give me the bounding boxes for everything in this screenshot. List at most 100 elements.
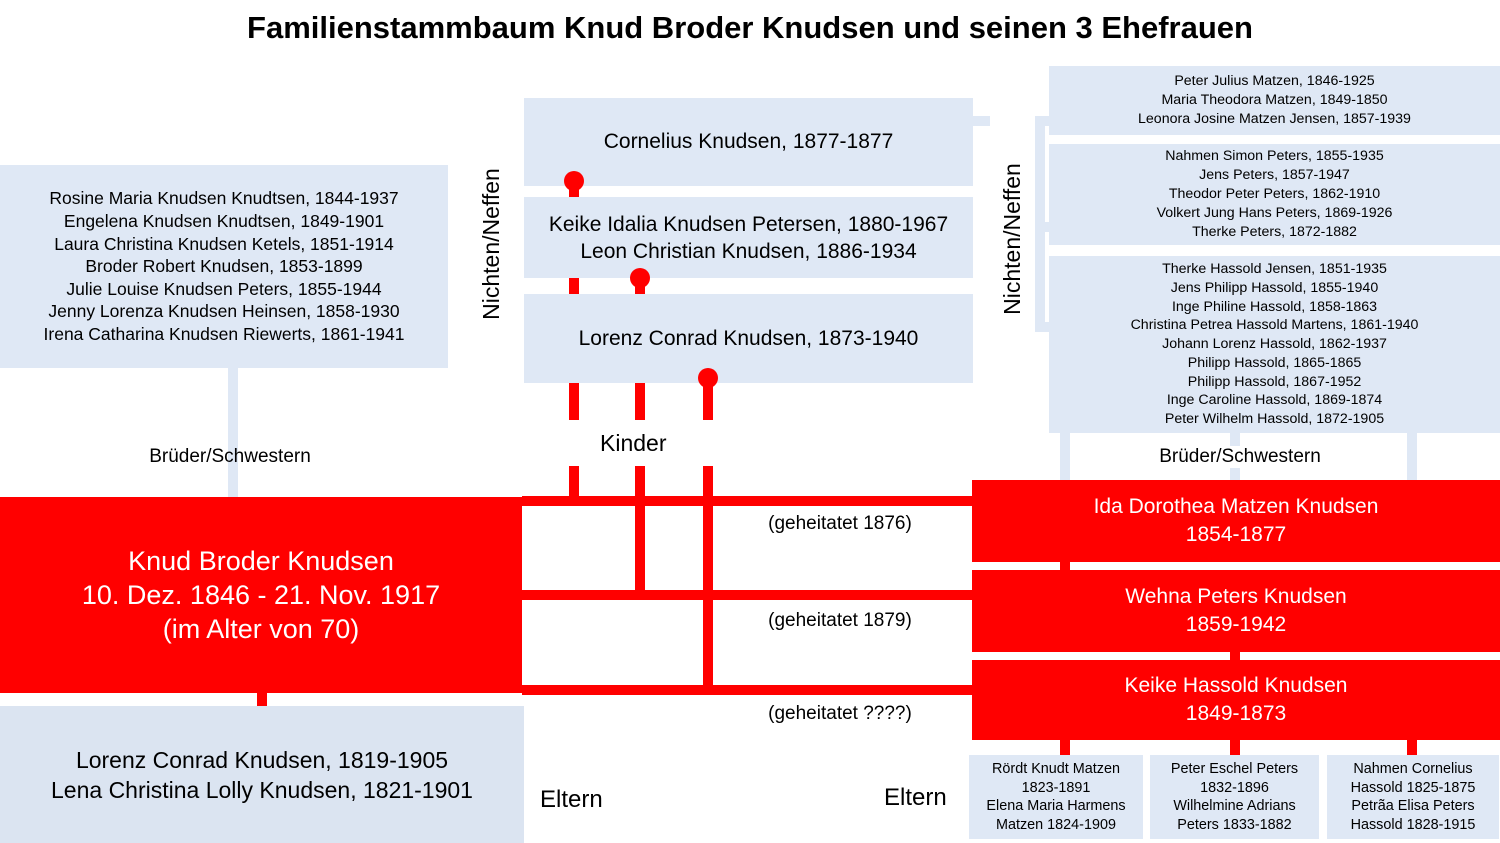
parents-main-box: Lorenz Conrad Knudsen, 1819-1905 Lena Ch… [0,706,524,843]
marriage-label-2: (geheitatet 1879) [768,610,912,631]
sibling-left-item: Engelena Knudsen Knudtsen, 1849-1901 [63,211,385,232]
sibling-right-item: Christina Petrea Hassold Martens, 1861-1… [1130,317,1419,334]
page-title: Familienstammbaum Knud Broder Knudsen un… [247,10,1253,45]
spouse-name: Wehna Peters Knudsen [1125,585,1347,608]
sibling-left-item: Broder Robert Knudsen, 1853-1899 [85,256,363,277]
child-name: Cornelius Knudsen, 1877-1877 [603,130,894,153]
sibling-right-item: Therke Peters, 1872-1882 [1192,224,1357,240]
parent-mother: Lena Christina Lolly Knudsen, 1821-1901 [51,776,473,803]
spouse-parents-peters-box: Peter Eschel Peters 1832-1896 Wilhelmine… [1150,755,1319,839]
sibling-right-item: Inge Philine Hassold, 1858-1863 [1171,298,1378,315]
spouse-parents-line-2 [1230,740,1240,756]
spouse-box-3: Keike Hassold Knudsen 1849-1873 [972,660,1500,740]
sibling-left-item: Laura Christina Knudsen Ketels, 1851-191… [54,233,394,254]
sibling-right-item: Leonora Josine Matzen Jensen, 1857-1939 [1138,111,1411,127]
connector-right-nieces-top [972,116,990,126]
sibling-right-item: Therke Hassold Jensen, 1851-1935 [1162,260,1387,277]
child-line-3-lower [703,466,713,688]
child-line-2-lower [635,466,645,590]
sibling-right-item: Inge Caroline Hassold, 1869-1874 [1166,392,1383,409]
sibling-right-item: Peter Wilhelm Hassold, 1872-1905 [1164,411,1385,428]
sibling-right-item: Nahmen Simon Peters, 1855-1935 [1165,148,1384,164]
spouse-parents-line-3 [1407,740,1417,756]
child-name: Lorenz Conrad Knudsen, 1873-1940 [578,326,919,350]
siblings-right-hassold-box: Therke Hassold Jensen, 1851-1935 Jens Ph… [1049,256,1500,433]
sibling-right-item: Philipp Hassold, 1867-1952 [1187,373,1362,390]
connector-left-siblings [228,368,238,498]
siblings-right-label: Brüder/Schwestern [1130,446,1350,468]
spouse-parent-line: Matzen 1824-1909 [995,816,1116,833]
siblings-left-box: Rosine Maria Knudsen Knudtsen, 1844-1937… [0,165,448,368]
child-box-1: Cornelius Knudsen, 1877-1877 [524,98,973,186]
spouse-parent-line: Hassold 1825-1875 [1350,779,1476,796]
spouse-name: Keike Hassold Knudsen [1124,674,1348,697]
nieces-label-left: Nichten/Neffen [478,168,504,320]
connector-right-sib-3 [1407,433,1417,481]
spouse-box-1: Ida Dorothea Matzen Knudsen 1854-1877 [972,480,1500,562]
sibling-right-item: Jens Philipp Hassold, 1855-1940 [1170,279,1379,296]
spouse-dates: 1859-1942 [1185,613,1287,636]
sibling-left-item: Rosine Maria Knudsen Knudtsen, 1844-1937 [49,188,399,209]
parent-father: Lorenz Conrad Knudsen, 1819-1905 [75,746,449,773]
connector-right-nieces-1 [1035,116,1051,126]
spouse-parents-hassold-box: Nahmen Cornelius Hassold 1825-1875 Petrã… [1327,755,1499,839]
parents-left-label: Eltern [540,786,603,813]
parents-right-label: Eltern [884,784,947,811]
marriage-label-3: (geheitatet ????) [768,703,912,724]
child-name: Leon Christian Knudsen, 1886-1934 [580,239,917,263]
marriage-line-1 [522,496,974,506]
kinder-label-bg [560,420,730,466]
spouse-parent-line: Elena Maria Harmens [986,798,1126,814]
spouse-parent-line: Petrãa Elisa Peters [1351,798,1475,814]
main-person-box: Knud Broder Knudsen 10. Dez. 1846 - 21. … [0,497,522,693]
sibling-right-item: Jens Peters, 1857-1947 [1199,167,1350,183]
spouse-parent-line: 1832-1896 [1200,779,1269,796]
spouse-parent-line: 1823-1891 [1021,779,1091,796]
main-person-age: (im Alter von 70) [162,614,360,644]
child-marker-1 [564,171,584,191]
spouse-dates: 1849-1873 [1185,702,1287,725]
main-person-name: Knud Broder Knudsen [128,546,394,576]
sibling-right-item: Volkert Jung Hans Peters, 1869-1926 [1156,205,1393,221]
children-label: Kinder [600,430,667,456]
sibling-left-item: Irena Catharina Knudsen Riewerts, 1861-1… [43,323,405,344]
siblings-right-peters-box: Nahmen Simon Peters, 1855-1935 Jens Pete… [1049,144,1500,245]
child-line-1-lower [569,466,579,500]
siblings-left-label: Brüder/Schwestern [149,446,311,467]
sibling-right-item: Theodor Peter Peters, 1862-1910 [1168,186,1381,202]
spouse-box-2: Wehna Peters Knudsen 1859-1942 [972,570,1500,652]
child-marker-2 [630,268,650,288]
spouse-parents-matzen-box: Rördt Knudt Matzen 1823-1891 Elena Maria… [969,755,1143,839]
child-box-3: Lorenz Conrad Knudsen, 1873-1940 [524,294,973,383]
spouse-parent-line: Peters 1833-1882 [1177,816,1292,833]
main-person-dates: 10. Dez. 1846 - 21. Nov. 1917 [81,580,441,610]
connector-right-nieces-3 [1035,322,1051,332]
sibling-right-item: Peter Julius Matzen, 1846-1925 [1174,73,1375,89]
sibling-right-item: Johann Lorenz Hassold, 1862-1937 [1162,336,1387,353]
siblings-right-matzen-box: Peter Julius Matzen, 1846-1925 Maria The… [1049,66,1500,135]
child-box-2: Keike Idalia Knudsen Petersen, 1880-1967… [524,197,973,278]
sibling-left-item: Julie Louise Knudsen Peters, 1855-1944 [66,278,382,299]
spouse-parent-line: Rördt Knudt Matzen [992,761,1120,777]
sibling-right-item: Philipp Hassold, 1865-1865 [1187,354,1362,371]
spouse-name: Ida Dorothea Matzen Knudsen [1093,495,1379,518]
spouse-parent-line: Peter Eschel Peters [1170,761,1299,777]
spouse-parent-line: Nahmen Cornelius [1353,761,1473,777]
connector-right-nieces-2 [1035,222,1051,232]
nieces-label-right: Nichten/Neffen [999,163,1025,315]
spouse-gap-2 [1230,652,1240,660]
child-name: Keike Idalia Knudsen Petersen, 1880-1967 [548,212,949,236]
spouse-dates: 1854-1877 [1185,523,1287,546]
spouse-parents-line-1 [1060,740,1070,756]
spouse-gap-1 [1060,562,1070,570]
child-marker-3 [698,368,718,388]
marriage-line-2 [522,590,974,600]
sibling-left-item: Jenny Lorenza Knudsen Heinsen, 1858-1930 [48,301,400,322]
sibling-right-item: Maria Theodora Matzen, 1849-1850 [1161,92,1388,108]
spouse-parent-line: Wilhelmine Adrians [1173,798,1296,814]
spouse-parent-line: Hassold 1828-1915 [1350,816,1476,833]
connector-right-sib-1 [1060,433,1070,481]
parents-line [257,692,267,708]
marriage-label-1: (geheitatet 1876) [768,513,912,534]
marriage-line-3 [522,685,974,695]
